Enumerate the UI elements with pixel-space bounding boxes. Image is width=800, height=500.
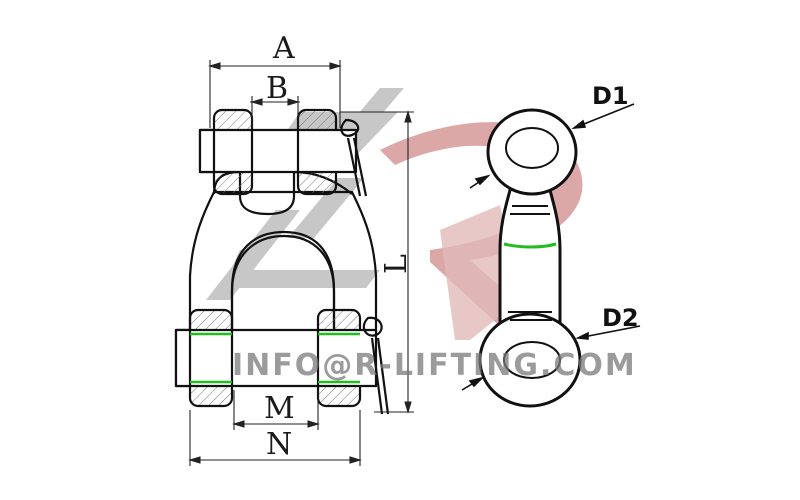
dim-label-d1: D1 <box>592 82 629 110</box>
dim-label-d2: D2 <box>602 304 639 332</box>
watermark-text: INFO@R-LIFTING.COM <box>232 348 637 383</box>
dim-label-b: B <box>266 71 288 106</box>
d-leaders <box>461 103 641 391</box>
dim-label-a: A <box>272 31 295 66</box>
dimension-lines <box>188 60 414 466</box>
shackle-drawing <box>174 108 390 415</box>
link-side-view <box>478 108 582 408</box>
dim-label-n: N <box>266 427 292 462</box>
dim-label-m: M <box>264 391 295 426</box>
dim-label-l: L <box>379 254 414 274</box>
